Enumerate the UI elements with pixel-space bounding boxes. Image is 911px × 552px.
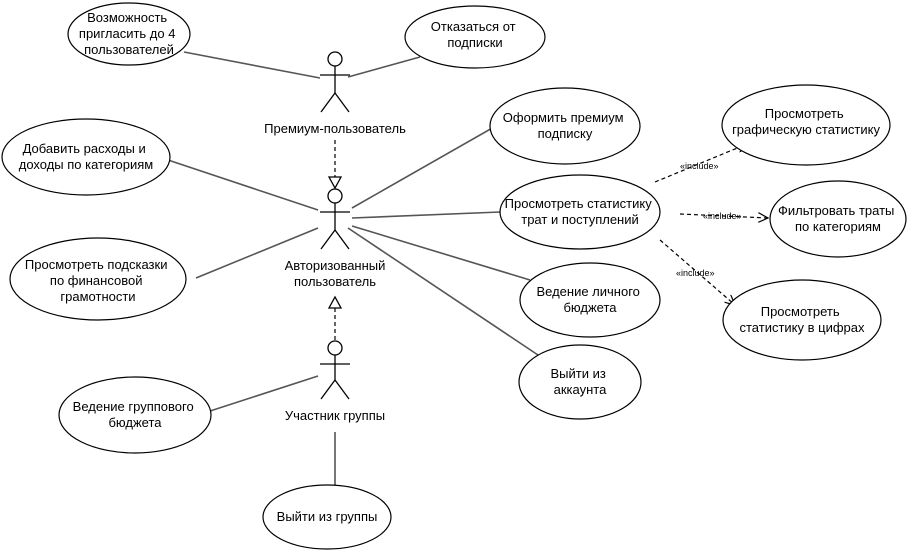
- svg-text:Фильтровать траты по кат: Фильтровать траты по категориям: [778, 203, 898, 234]
- actor-group-member: Участник группы: [285, 340, 385, 423]
- uc-tips-line-1: Просмотреть подсказки: [25, 257, 168, 272]
- use-case-tips: Просмотреть подсказки по финансовой грам…: [9, 237, 187, 321]
- include-filter: [679, 214, 768, 218]
- assoc-unsubscribe-premium: [347, 56, 421, 78]
- actor-leg-left: [320, 92, 336, 113]
- svg-text:Просмотреть статистику в: Просмотреть статистику в цифрах: [739, 304, 865, 335]
- uc-subscribe-line-1: Оформить премиум: [503, 110, 624, 125]
- uc-personal-budget-line-2: бюджета: [563, 300, 617, 315]
- svg-text:Просмотреть статистику т: Просмотреть статистику трат и поступлени…: [505, 196, 656, 227]
- uc-invite-line-1: Возможность: [87, 10, 167, 25]
- svg-text:Ведение личного бюджета: Ведение личного бюджета: [536, 284, 643, 315]
- includes: «include» «include» «include»: [654, 144, 768, 305]
- assoc-group-budget-member: [206, 375, 319, 413]
- uc-filter-line-1: Фильтровать траты: [778, 203, 894, 218]
- actor-leg-left: [320, 229, 336, 250]
- assoc-logout-auth: [347, 227, 539, 356]
- include-label-2: «include»: [703, 211, 742, 221]
- actor-authorized-label-2: пользователь: [294, 274, 376, 289]
- svg-text:Возможность пригласить д: Возможность пригласить до 4 пользователе…: [79, 10, 179, 57]
- svg-text:Оформить премиум подписк: Оформить премиум подписку: [503, 110, 627, 141]
- assoc-personal-budget-auth: [351, 225, 531, 281]
- use-case-group-budget: Ведение группового бюджета: [58, 376, 212, 454]
- svg-text:Отказаться от подписки: Отказаться от подписки: [431, 19, 519, 50]
- include-label-1: «include»: [680, 161, 719, 171]
- svg-text:Добавить расходы и доход: Добавить расходы и доходы по категориям: [19, 141, 154, 172]
- assoc-subscribe-auth: [351, 126, 495, 209]
- assoc-invite-premium: [183, 51, 321, 79]
- actor-premium-label: Премиум-пользователь: [264, 121, 406, 136]
- actor-leg-left: [320, 379, 336, 400]
- uc-tips-line-3: грамотности: [60, 289, 135, 304]
- svg-text:Ведение группового бюдже: Ведение группового бюджета: [73, 399, 198, 430]
- include-label-3: «include»: [676, 268, 715, 278]
- uc-invite-line-2: пригласить до 4: [79, 26, 176, 41]
- uc-logout-line-2: аккаунта: [554, 382, 607, 397]
- uc-view-stats-line-2: трат и поступлений: [521, 212, 639, 227]
- actor-leg-right: [334, 379, 350, 400]
- svg-text:Выйти из аккаунта: Выйти из аккаунта: [551, 366, 610, 397]
- use-case-number-stats: Просмотреть статистику в цифрах: [722, 279, 882, 361]
- uc-number-stats-line-1: Просмотреть: [761, 304, 840, 319]
- use-case-graph-stats: Просмотреть графическую статистику: [721, 84, 891, 166]
- actor-leg-right: [334, 92, 350, 113]
- uc-logout-line-1: Выйти из: [551, 366, 606, 381]
- actor-leg-right: [334, 229, 350, 250]
- actor-premium-user: Премиум-пользователь: [264, 51, 406, 136]
- generalizations: [327, 140, 343, 340]
- assoc-view-stats-auth: [351, 211, 501, 219]
- uc-unsubscribe-line-2: подписки: [447, 35, 502, 50]
- uc-add-expenses-line-2: доходы по категориям: [19, 157, 154, 172]
- uc-group-budget-line-2: бюджета: [108, 415, 162, 430]
- actor-head: [327, 188, 343, 204]
- gen-triangle-bottom: [327, 295, 343, 309]
- use-case-logout: Выйти из аккаунта: [518, 344, 642, 420]
- use-case-invite: Возможность пригласить до 4 пользователе…: [67, 2, 191, 66]
- uc-graph-stats-line-1: Просмотреть: [765, 106, 844, 121]
- use-case-unsubscribe: Отказаться от подписки: [404, 5, 546, 69]
- actor-authorized-label-1: Авторизованный: [285, 258, 386, 273]
- use-case-add-expenses: Добавить расходы и доходы по категориям: [1, 118, 171, 196]
- uc-add-expenses-line-1: Добавить расходы и: [23, 141, 146, 156]
- uc-number-stats-line-2: статистику в цифрах: [739, 320, 865, 335]
- actor-authorized-user: Авторизованный пользователь: [285, 188, 386, 289]
- use-case-subscribe: Оформить премиум подписку: [489, 87, 641, 165]
- include-graph-stats: [654, 144, 747, 183]
- uc-filter-line-2: по категориям: [795, 219, 881, 234]
- uc-tips-line-2: по финансовой: [50, 273, 143, 288]
- actor-head: [327, 340, 343, 356]
- use-case-leave-group: Выйти из группы: [262, 484, 392, 550]
- use-case-personal-budget: Ведение личного бюджета: [519, 262, 661, 338]
- uc-leave-group-line-1: Выйти из группы: [277, 509, 378, 524]
- svg-text:Просмотреть подсказки по: Просмотреть подсказки по финансовой грам…: [25, 257, 171, 304]
- use-case-view-stats: Просмотреть статистику трат и поступлени…: [499, 174, 661, 250]
- actor-head: [327, 51, 343, 67]
- uc-view-stats-line-1: Просмотреть статистику: [505, 196, 653, 211]
- use-case-filter: Фильтровать траты по категориям: [769, 180, 907, 258]
- svg-text:Просмотреть графическую: Просмотреть графическую статистику: [732, 106, 880, 137]
- associations: [167, 51, 539, 485]
- uc-unsubscribe-line-1: Отказаться от: [431, 19, 516, 34]
- svg-text:Выйти из группы: Выйти из группы: [277, 509, 378, 524]
- actor-group-member-label: Участник группы: [285, 408, 385, 423]
- uc-group-budget-line-1: Ведение группового: [73, 399, 194, 414]
- uc-subscribe-line-2: подписку: [538, 126, 593, 141]
- uc-personal-budget-line-1: Ведение личного: [536, 284, 639, 299]
- uc-invite-line-3: пользователей: [84, 42, 174, 57]
- gen-triangle-top: [327, 176, 343, 190]
- uc-graph-stats-line-2: графическую статистику: [732, 122, 880, 137]
- include-number-stats: [659, 239, 735, 305]
- assoc-add-expenses-auth: [167, 159, 319, 211]
- assoc-tips-auth: [195, 227, 319, 279]
